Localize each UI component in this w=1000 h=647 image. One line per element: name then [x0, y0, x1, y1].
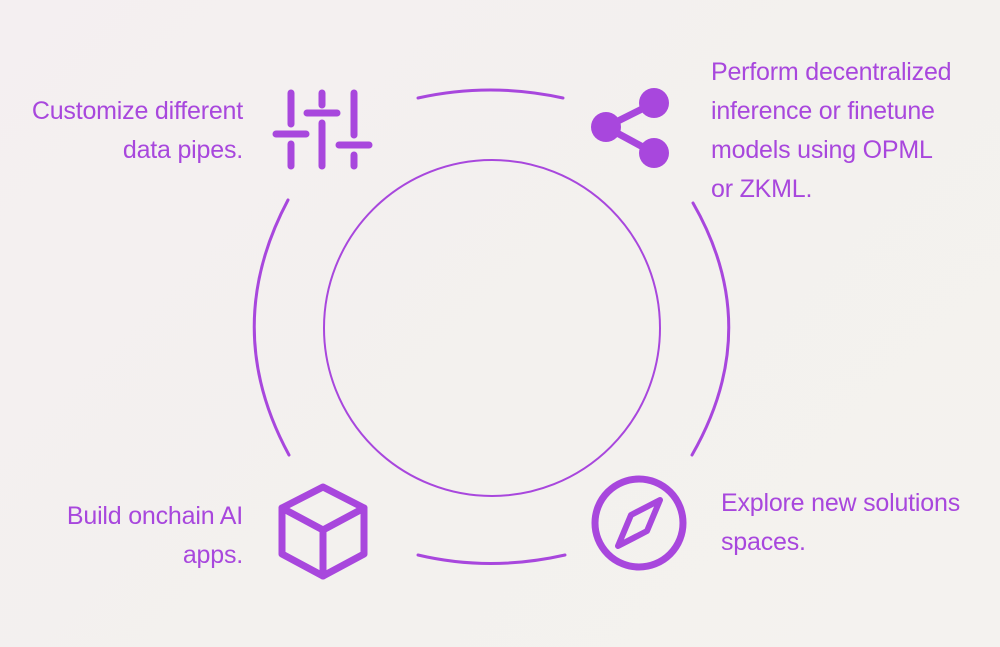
- label-line: Explore new solutions: [721, 489, 960, 517]
- label-line: apps.: [182, 541, 243, 569]
- label-line: Build onchain AI: [66, 502, 243, 530]
- label-line: Perform decentralized: [711, 58, 952, 86]
- arc-left: [252, 198, 291, 457]
- sliders-icon: [272, 89, 373, 170]
- inner-circle: [323, 159, 661, 497]
- label-line: spaces.: [721, 528, 806, 556]
- label-line: Customize different: [31, 97, 243, 125]
- label-decentralized-inference: Perform decentralized inference or finet…: [711, 53, 952, 209]
- arc-top: [416, 88, 565, 100]
- arc-right: [690, 201, 731, 457]
- share-icon: [591, 88, 669, 168]
- label-line: data pipes.: [122, 136, 243, 164]
- label-build-onchain-ai: Build onchain AI apps.: [67, 497, 243, 575]
- label-line: models using OPML: [711, 136, 933, 164]
- compass-icon: [591, 475, 687, 571]
- label-explore-solutions: Explore new solutions spaces.: [721, 484, 960, 562]
- label-customize-data-pipes: Customize different data pipes.: [32, 92, 243, 170]
- cube-icon: [278, 483, 368, 580]
- label-line: inference or finetune: [711, 97, 935, 125]
- arc-bottom: [416, 553, 567, 565]
- label-line: or ZKML.: [711, 175, 813, 203]
